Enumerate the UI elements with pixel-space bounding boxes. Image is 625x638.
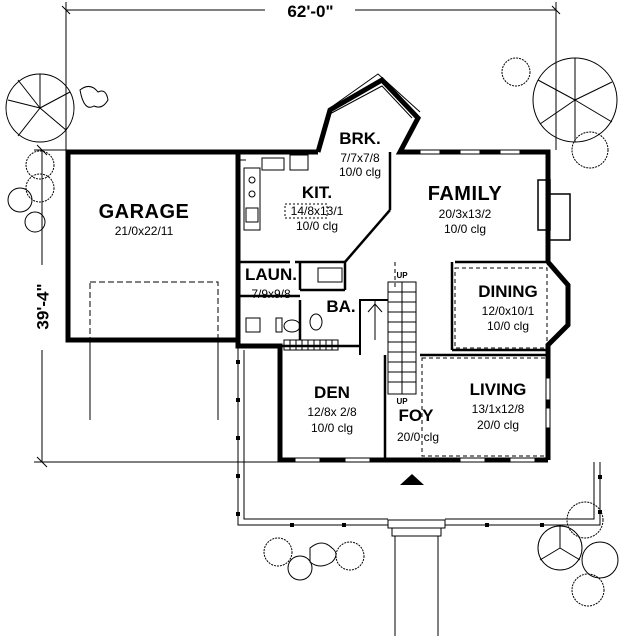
room-name-family: FAMILY xyxy=(427,183,503,205)
room-name-kit: KIT. xyxy=(301,183,333,202)
room-ceiling-living: 20/0 clg xyxy=(476,418,520,432)
room-ceiling-den: 10/0 clg xyxy=(310,421,354,435)
room-ceiling-foy: 20/0 clg xyxy=(396,430,440,444)
room-size-dining: 12/0x10/1 xyxy=(481,304,535,318)
porch-posts xyxy=(236,360,602,527)
staircase xyxy=(359,281,417,395)
fireplace xyxy=(537,179,571,241)
entry-arrow-icon xyxy=(400,474,424,485)
room-name-foy: FOY xyxy=(398,406,434,425)
room-size-brk: 7/7x7/8 xyxy=(340,151,380,165)
den-bookshelf xyxy=(283,339,339,351)
room-size-living: 13/1x12/8 xyxy=(471,402,525,416)
laundry-appliance xyxy=(317,267,343,283)
overall-depth-label: 39'-4" xyxy=(33,283,53,330)
bath-fixtures xyxy=(245,313,323,333)
shrubs-bottom xyxy=(263,537,365,581)
room-ceiling-dining: 10/0 clg xyxy=(486,319,530,333)
tree-bottom-right xyxy=(537,501,619,607)
tree-top-left xyxy=(5,73,109,233)
room-size-kit: 14/8x13/1 xyxy=(290,204,344,218)
kitchen-fixtures xyxy=(243,154,328,231)
stairs-up-label-bottom: UP xyxy=(396,397,408,406)
stairs-up-label-top: UP xyxy=(396,271,408,280)
room-name-brk: BRK. xyxy=(339,129,381,148)
windows xyxy=(295,150,550,462)
room-name-living: LIVING xyxy=(469,380,527,399)
room-ceiling-kit: 10/0 clg xyxy=(295,219,339,233)
room-size-laun: 7/9x9/8 xyxy=(251,287,291,301)
room-name-den: DEN xyxy=(314,383,350,402)
garage-walls xyxy=(65,149,246,343)
tree-top-right xyxy=(501,57,618,169)
room-ceiling-family: 10/0 clg xyxy=(443,222,487,236)
dimension-lines xyxy=(34,2,561,468)
room-size-family: 20/3x13/2 xyxy=(438,207,492,221)
dashed-openings xyxy=(394,262,548,457)
window-frames xyxy=(294,149,551,463)
interior-walls xyxy=(236,152,548,460)
front-porch xyxy=(237,346,601,636)
room-size-garage: 21/0x22/11 xyxy=(114,224,174,238)
room-name-garage: GARAGE xyxy=(98,201,190,223)
brk-bay xyxy=(325,73,421,119)
room-name-laun: LAUN. xyxy=(245,265,297,284)
room-name-dining: DINING xyxy=(478,282,538,301)
room-size-den: 12/8x 2/8 xyxy=(307,405,357,419)
overall-width-label: 62'-0" xyxy=(287,2,334,21)
room-ceiling-brk: 10/0 clg xyxy=(338,165,382,179)
room-name-ba: BA. xyxy=(326,297,356,316)
